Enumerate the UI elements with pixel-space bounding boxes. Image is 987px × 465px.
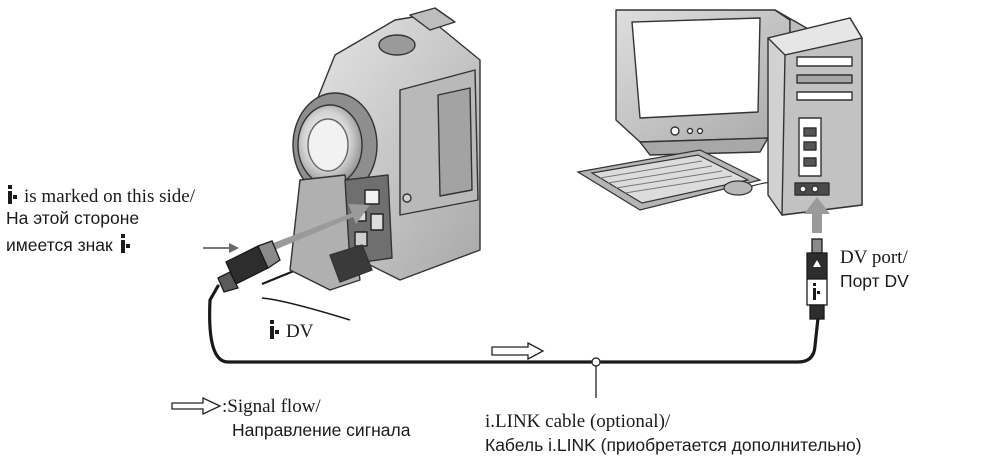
ilink-logo-icon (6, 185, 20, 204)
cable-label-ru: Кабель i.LINK (приобретается дополнитель… (485, 435, 862, 455)
signal-arrow-on-cable (491, 341, 545, 361)
computer-tower (767, 17, 863, 216)
dv-plug-left (217, 240, 281, 293)
cable-label-pointer (591, 357, 601, 398)
cable-label-en: i.LINK cable (optional)/ (485, 411, 671, 432)
camera-side-cable (261, 297, 351, 321)
gray-arrow-to-camera-jack (268, 204, 370, 252)
dv-jack-label: DV (268, 320, 313, 341)
dv-port-label-en: DV port/ (840, 247, 908, 268)
marked-side-label-ru-2: имеется знак (6, 234, 137, 255)
ilink-logo-icon (119, 234, 133, 253)
marked-side-label-en: is marked on this side/ (6, 185, 195, 206)
ilink-logo-icon-on-plug (813, 283, 820, 300)
signal-flow-legend-arrow (171, 396, 222, 416)
signal-flow-label-ru: Направление сигнала (232, 420, 411, 440)
dv-port-label-ru: Порт DV (840, 271, 909, 291)
signal-flow-label-en: :Signal flow/ (222, 396, 321, 417)
ilink-logo-icon (268, 320, 282, 339)
pointer-arrow-to-plug (203, 243, 239, 253)
gray-arrow-to-tower-port (804, 197, 830, 233)
camcorder (289, 7, 481, 291)
keyboard (576, 149, 762, 211)
dv-plug-right (806, 238, 828, 320)
marked-side-label-ru-1: На этой стороне (6, 208, 140, 228)
ilink-cable (208, 284, 820, 364)
